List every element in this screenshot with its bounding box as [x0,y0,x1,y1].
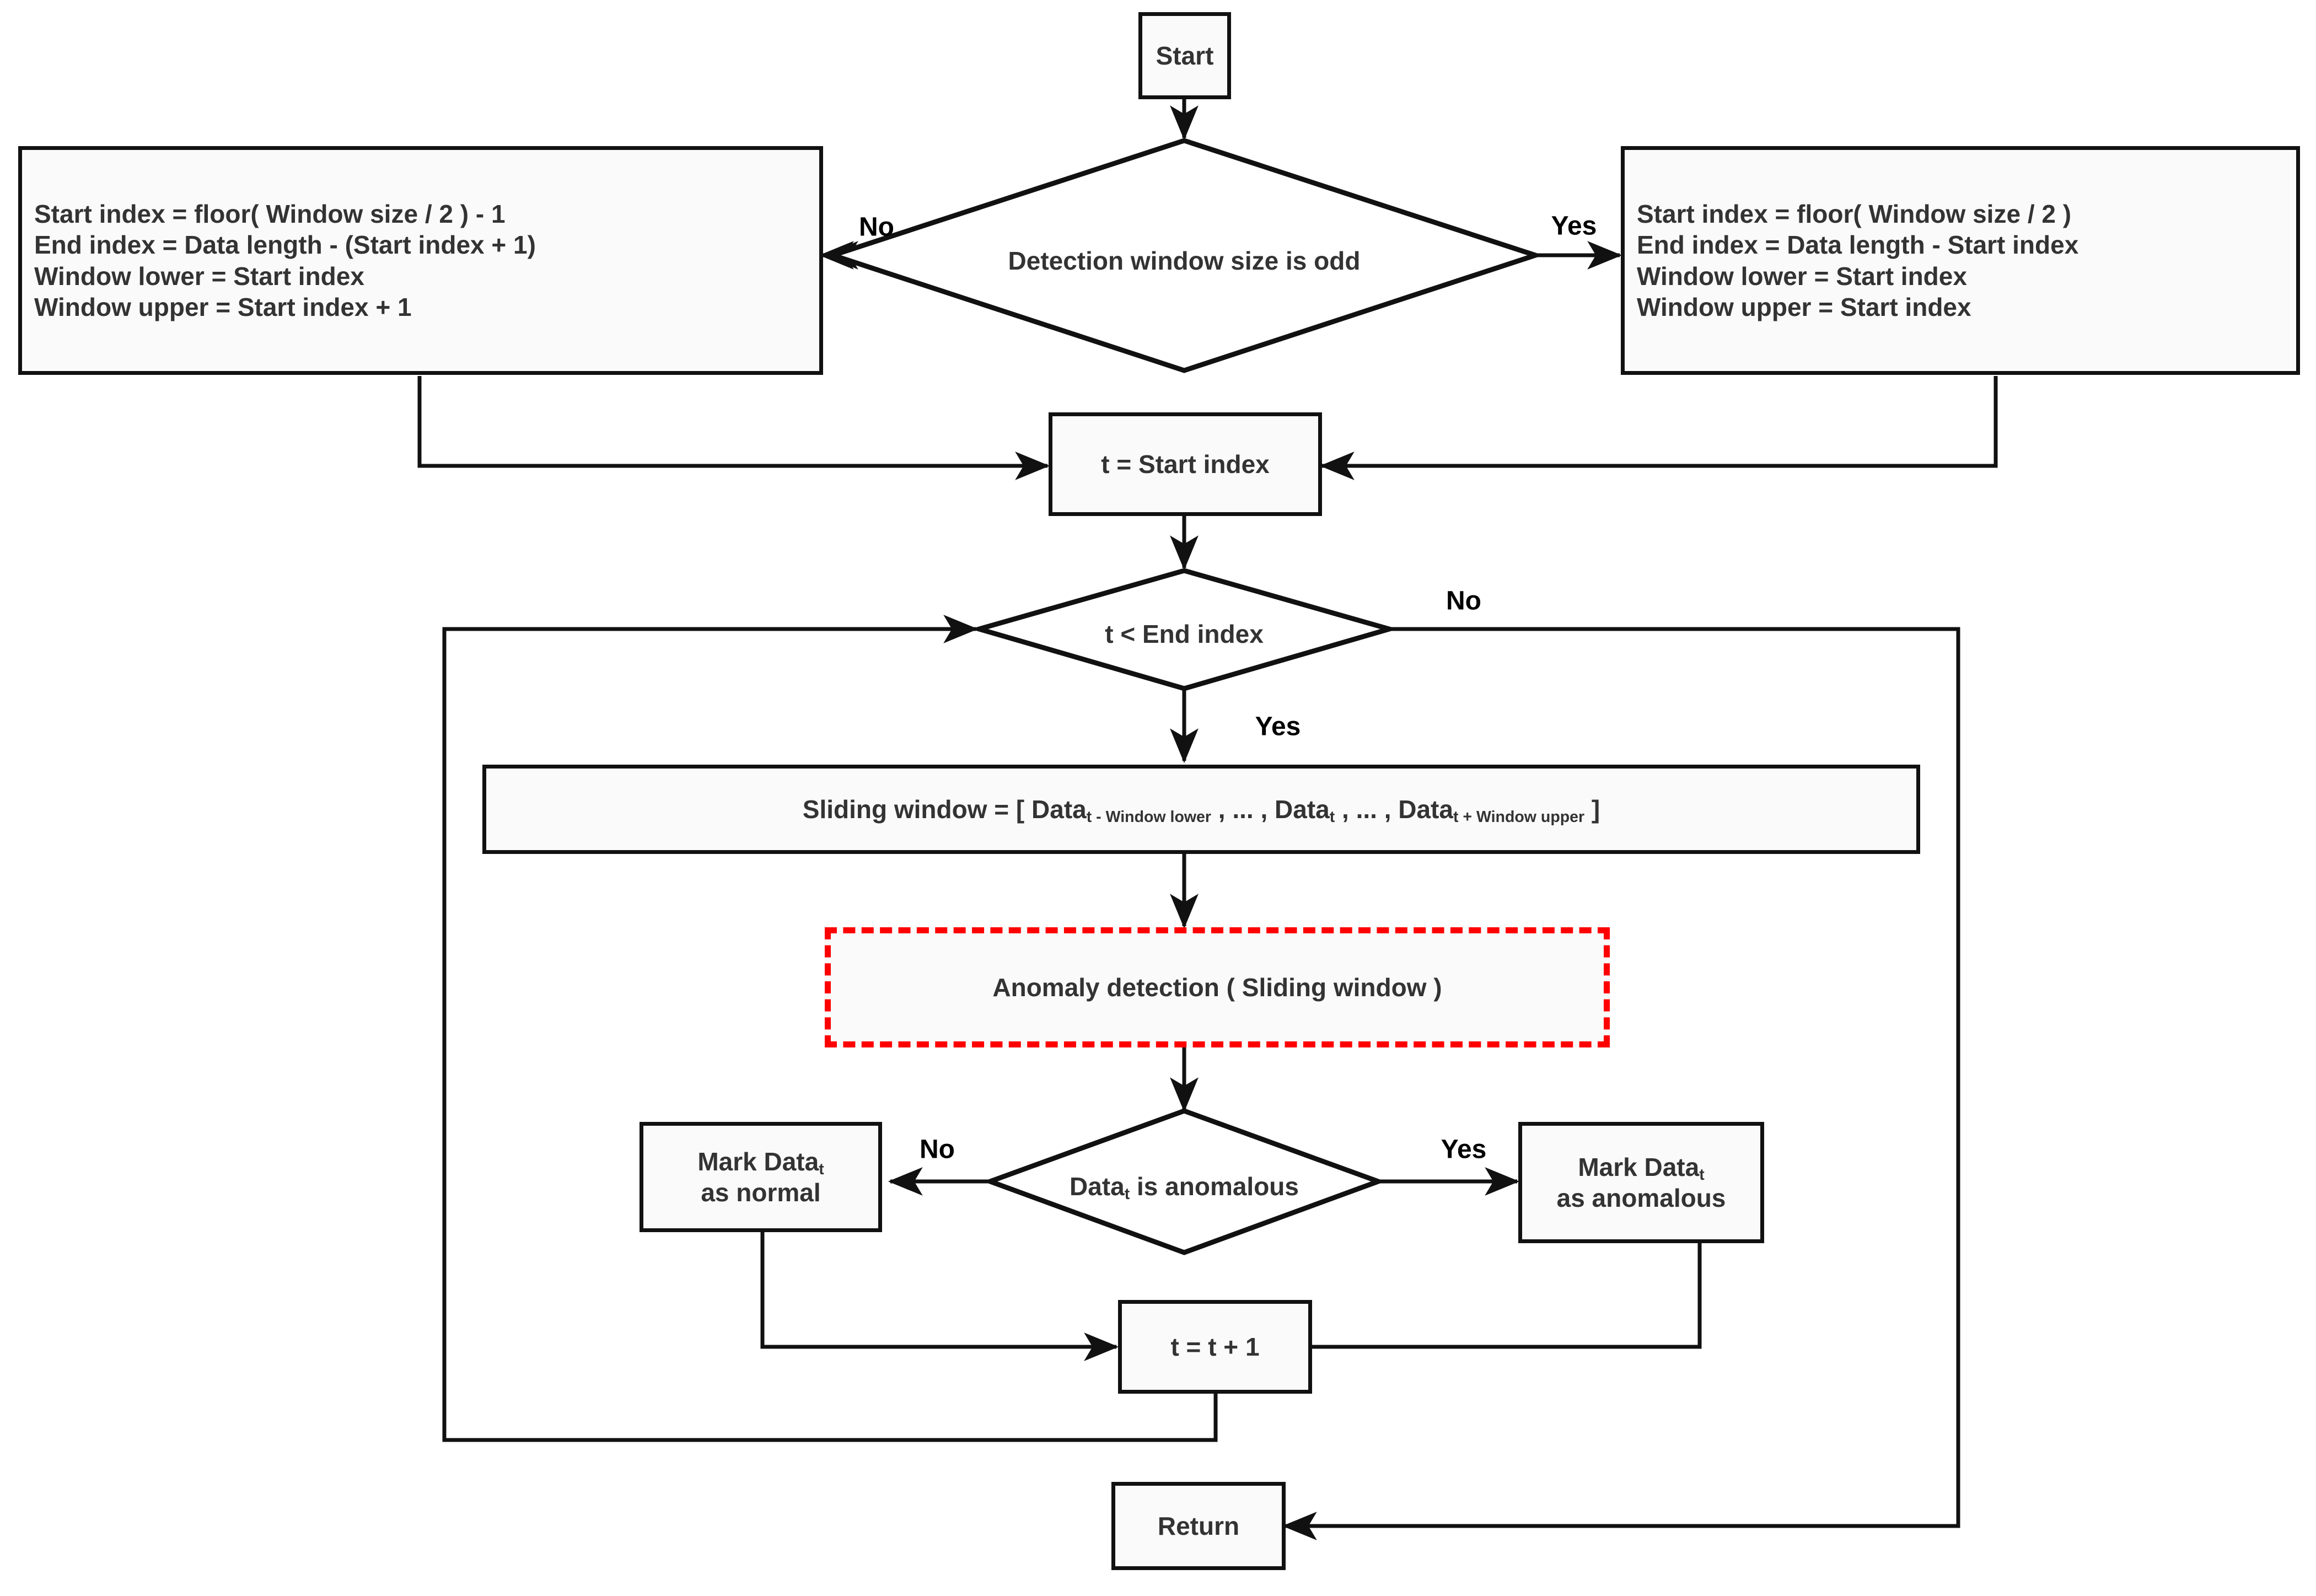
node-t-init-label: t = Start index [1101,449,1270,479]
node-sliding-window[interactable]: Sliding window = [ Datat - Window lower … [482,765,1920,854]
sliding-window-prefix: Sliding window = [ Data [802,794,1087,824]
node-anomaly-detection-label: Anomaly detection ( Sliding window ) [992,973,1442,1002]
sliding-window-sub-1: t - Window lower [1086,808,1211,826]
mark-anomalous-line-2: as anomalous [1556,1184,1726,1212]
edge-mark-normal-to-t-increment [760,1232,1119,1361]
init-true-line-4: Window upper = Start index [1637,292,1971,321]
edge-label-loop-no: No [1446,586,1481,616]
edge-label-anom-yes: Yes [1441,1135,1487,1164]
mark-anomalous-prefix: Mark Data [1578,1152,1700,1181]
node-mark-normal-text: Mark Datat as normal [643,1146,878,1208]
edge-label-odd-yes: Yes [1551,211,1597,241]
node-t-init[interactable]: t = Start index [1049,412,1322,516]
edge-right-box-to-t-init [1319,376,1998,480]
init-false-line-3: Window lower = Start index [34,261,364,291]
decision-anomalous-label: Datat is anomalous [1070,1172,1299,1203]
node-init-odd-false[interactable]: Start index = floor( Window size / 2 ) -… [18,146,823,375]
mark-normal-line-1: Mark Datat [653,1146,868,1179]
decision-odd-shape [825,138,1544,373]
edge-label-loop-yes: Yes [1255,712,1301,741]
sliding-window-mid-1: , ... , Data [1211,794,1330,824]
mark-normal-prefix: Mark Data [697,1147,819,1176]
edge-loop-back-to-decision [442,615,1218,1442]
init-true-line-1: Start index = floor( Window size / 2 ) [1637,200,2072,229]
decision-anomalous-shape [982,1108,1386,1255]
sliding-window-sub-3: t + Window upper [1453,808,1585,826]
edge-label-anom-no: No [920,1135,955,1164]
init-false-line-4: Window upper = Start index + 1 [34,292,412,321]
decision-loop-label: t < End index [1105,620,1264,648]
mark-anomalous-sub: t [1699,1166,1705,1184]
edge-left-box-to-t-init [417,376,1050,480]
mark-normal-line-2: as normal [701,1178,821,1207]
edge-loop-no-to-return [1282,627,1960,1540]
node-init-odd-true-lines: Start index = floor( Window size / 2 ) E… [1625,198,2296,322]
mark-anomalous-line-1: Mark Datat [1532,1152,1750,1184]
node-return[interactable]: Return [1111,1482,1286,1570]
node-return-label: Return [1157,1511,1240,1540]
sliding-window-suffix: ] [1584,794,1600,824]
mark-normal-sub: t [819,1160,824,1179]
init-true-line-3: Window lower = Start index [1637,261,1967,291]
node-start-label: Start [1156,41,1214,70]
node-init-odd-false-lines: Start index = floor( Window size / 2 ) -… [22,198,819,322]
sliding-window-mid-2: , ... , Data [1335,794,1453,824]
node-t-increment-label: t = t + 1 [1170,1332,1260,1361]
decision-loop-shape [970,568,1399,691]
node-mark-anomalous[interactable]: Mark Datat as anomalous [1518,1122,1764,1243]
init-false-line-1: Start index = floor( Window size / 2 ) -… [34,200,506,229]
node-sliding-window-formula: Sliding window = [ Datat - Window lower … [486,794,1916,826]
decision-anomalous-sub: t [1124,1185,1130,1203]
edge-mark-anomalous-to-t-increment [1254,1243,1702,1361]
init-false-line-2: End index = Data length - (Start index +… [34,230,536,260]
node-t-increment[interactable]: t = t + 1 [1118,1300,1312,1394]
edge-label-odd-no: No [859,212,894,242]
decision-anomalous-suffix: is anomalous [1130,1172,1299,1201]
decision-odd-label: Detection window size is odd [1008,246,1361,275]
node-init-odd-true[interactable]: Start index = floor( Window size / 2 ) E… [1621,146,2300,375]
node-mark-anomalous-text: Mark Datat as anomalous [1522,1152,1760,1213]
node-anomaly-detection[interactable]: Anomaly detection ( Sliding window ) [825,927,1610,1047]
sliding-window-sub-2: t [1329,808,1335,826]
decision-anomalous-prefix: Data [1070,1172,1125,1201]
node-start[interactable]: Start [1138,12,1231,99]
init-true-line-2: End index = Data length - Start index [1637,230,2079,260]
node-mark-normal[interactable]: Mark Datat as normal [640,1122,882,1232]
